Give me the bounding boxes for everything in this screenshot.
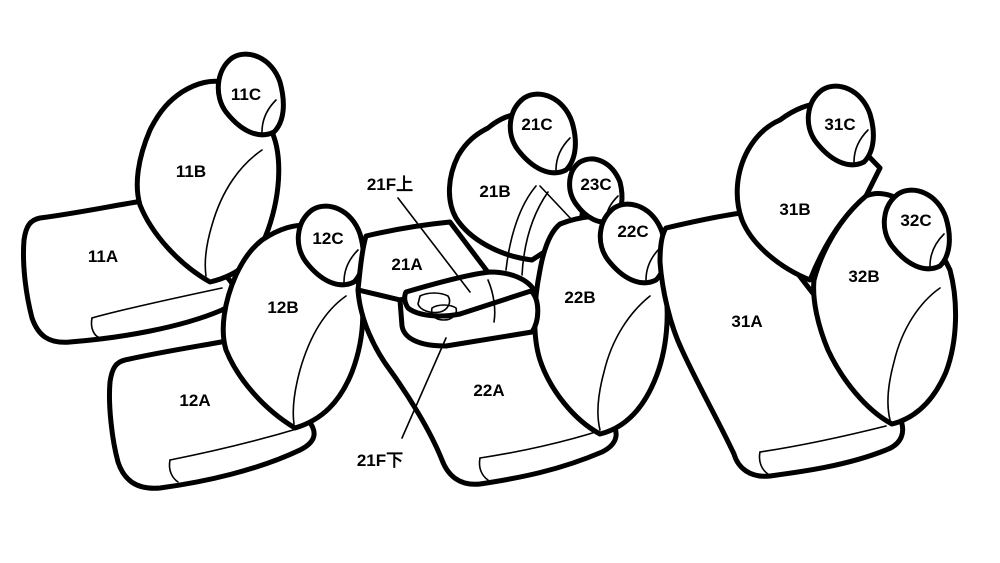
label-22C: 22C bbox=[617, 222, 648, 241]
label-31C: 31C bbox=[824, 115, 855, 134]
label-22B: 22B bbox=[564, 288, 595, 307]
leader-21F-upper bbox=[397, 197, 471, 293]
label-21C: 21C bbox=[521, 115, 552, 134]
seat-row-2: 21A 21B 21C 22A 22B 22C 23C 21F上 21F下 bbox=[355, 91, 670, 487]
label-12B: 12B bbox=[267, 298, 298, 317]
label-32B: 32B bbox=[848, 267, 879, 286]
label-21F-lower: 21F下 bbox=[357, 451, 403, 470]
label-11B: 11B bbox=[176, 162, 206, 181]
leader-21F-lower bbox=[401, 337, 447, 439]
label-23C: 23C bbox=[580, 175, 611, 194]
seat-11: 11A 11B 11C bbox=[21, 51, 286, 345]
seat-row-3: 31A 31B 31C 32B 32C bbox=[657, 83, 959, 479]
label-12C: 12C bbox=[312, 229, 343, 248]
label-22A: 22A bbox=[473, 381, 504, 400]
label-11A: 11A bbox=[88, 247, 118, 266]
label-31A: 31A bbox=[731, 312, 762, 331]
label-12A: 12A bbox=[179, 391, 210, 410]
label-32C: 32C bbox=[900, 211, 931, 230]
label-21A: 21A bbox=[391, 255, 422, 274]
label-21B: 21B bbox=[479, 182, 510, 201]
seat-12: 12A 12B 12C bbox=[106, 203, 366, 491]
label-31B: 31B bbox=[779, 200, 810, 219]
label-11C: 11C bbox=[231, 85, 261, 104]
armrest-21F-upper bbox=[402, 269, 537, 319]
headrest-11C bbox=[215, 51, 286, 138]
label-21F-upper: 21F上 bbox=[367, 175, 413, 194]
